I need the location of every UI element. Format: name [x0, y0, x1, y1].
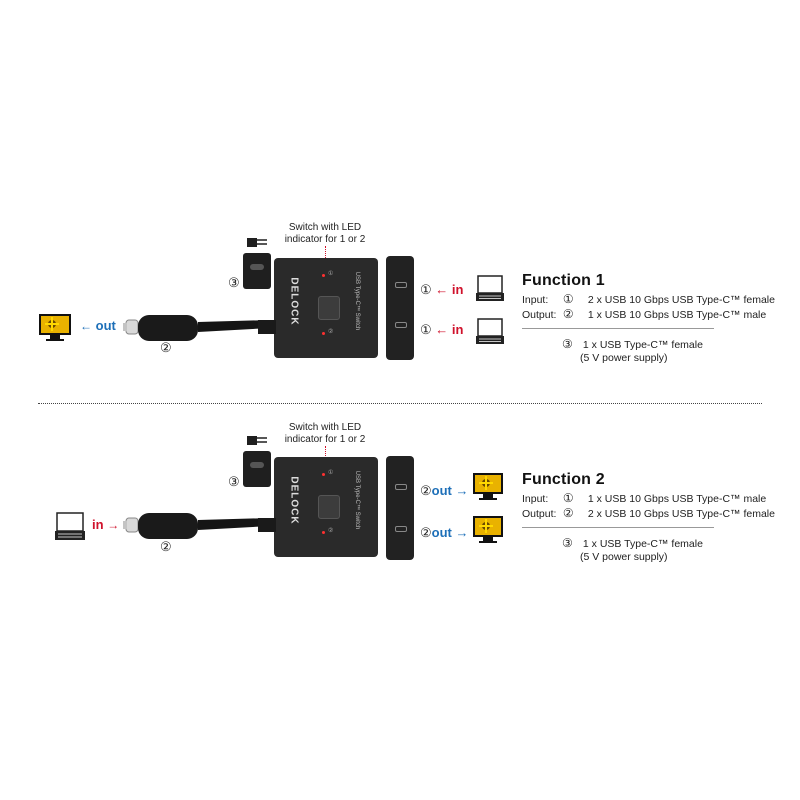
function-title: Function 2 — [522, 471, 605, 488]
in-label-1: ① ← in — [420, 282, 464, 297]
out-label-2: ②out → — [420, 525, 469, 540]
plug-number: ② — [160, 539, 172, 554]
spec-row: Input: ① 2 x USB 10 Gbps USB Type-C™ fem… — [522, 292, 775, 306]
led-1-label: ① — [328, 271, 334, 277]
usb-c-port — [395, 282, 407, 288]
switch-device: ① ② DELOCK USB Type-C™ Switch — [274, 457, 378, 557]
power-port-number: ③ — [228, 474, 240, 489]
divider — [522, 328, 714, 329]
laptop-icon — [476, 275, 504, 301]
usb-c-port — [395, 526, 407, 532]
spec-row: Input: ① 1 x USB 10 Gbps USB Type-C™ mal… — [522, 491, 767, 505]
power-spec: ③ 1 x USB Type-C™ female — [562, 536, 703, 550]
monitor-icon — [473, 473, 503, 500]
switch-note: Switch with LED indicator for 1 or 2 — [284, 222, 366, 245]
out-label-1: ②out → — [420, 483, 469, 498]
laptop-icon — [476, 318, 504, 344]
spec-row: Output: ② 2 x USB 10 Gbps USB Type-C™ fe… — [522, 506, 775, 520]
device-label: USB Type-C™ Switch — [354, 271, 360, 331]
led-indicator — [322, 473, 325, 476]
power-port-number: ③ — [228, 275, 240, 290]
usb-c-plug — [123, 315, 270, 341]
monitor-icon — [473, 516, 503, 543]
cable-entry — [258, 320, 276, 334]
usb-c-port — [395, 322, 407, 328]
led-2-label: ② — [328, 528, 334, 534]
led-1-label: ① — [328, 470, 334, 476]
device-label: USB Type-C™ Switch — [354, 470, 360, 530]
power-connector — [243, 436, 271, 487]
usb-c-port — [395, 484, 407, 490]
brand-logo: DELOCK — [288, 476, 300, 525]
switch-device: ① ② DELOCK USB Type-C™ Switch — [274, 258, 378, 358]
function-title: Function 1 — [522, 272, 605, 289]
cable-entry — [258, 518, 276, 532]
led-indicator — [322, 332, 325, 335]
panel-separator — [38, 403, 762, 404]
switch-button[interactable] — [318, 296, 340, 320]
device-side-view — [386, 256, 414, 360]
power-spec-note: (5 V power supply) — [580, 551, 668, 563]
power-spec: ③ 1 x USB Type-C™ female — [562, 337, 703, 351]
monitor-icon — [39, 314, 71, 341]
power-connector — [243, 238, 271, 289]
out-label: ← out — [80, 318, 116, 333]
note-pointer — [325, 446, 326, 464]
led-indicator — [322, 531, 325, 534]
device-side-view — [386, 456, 414, 560]
switch-note: Switch with LED indicator for 1 or 2 — [284, 422, 366, 445]
note-pointer — [325, 246, 326, 264]
in-label: in → — [92, 517, 120, 532]
brand-logo: DELOCK — [288, 277, 300, 326]
divider — [522, 527, 714, 528]
in-label-2: ① ← in — [420, 322, 464, 337]
switch-button[interactable] — [318, 495, 340, 519]
led-indicator — [322, 274, 325, 277]
plug-number: ② — [160, 340, 172, 355]
led-2-label: ② — [328, 329, 334, 335]
spec-row: Output: ② 1 x USB 10 Gbps USB Type-C™ ma… — [522, 307, 767, 321]
laptop-icon — [55, 512, 85, 540]
power-spec-note: (5 V power supply) — [580, 352, 668, 364]
usb-c-plug — [123, 513, 270, 539]
